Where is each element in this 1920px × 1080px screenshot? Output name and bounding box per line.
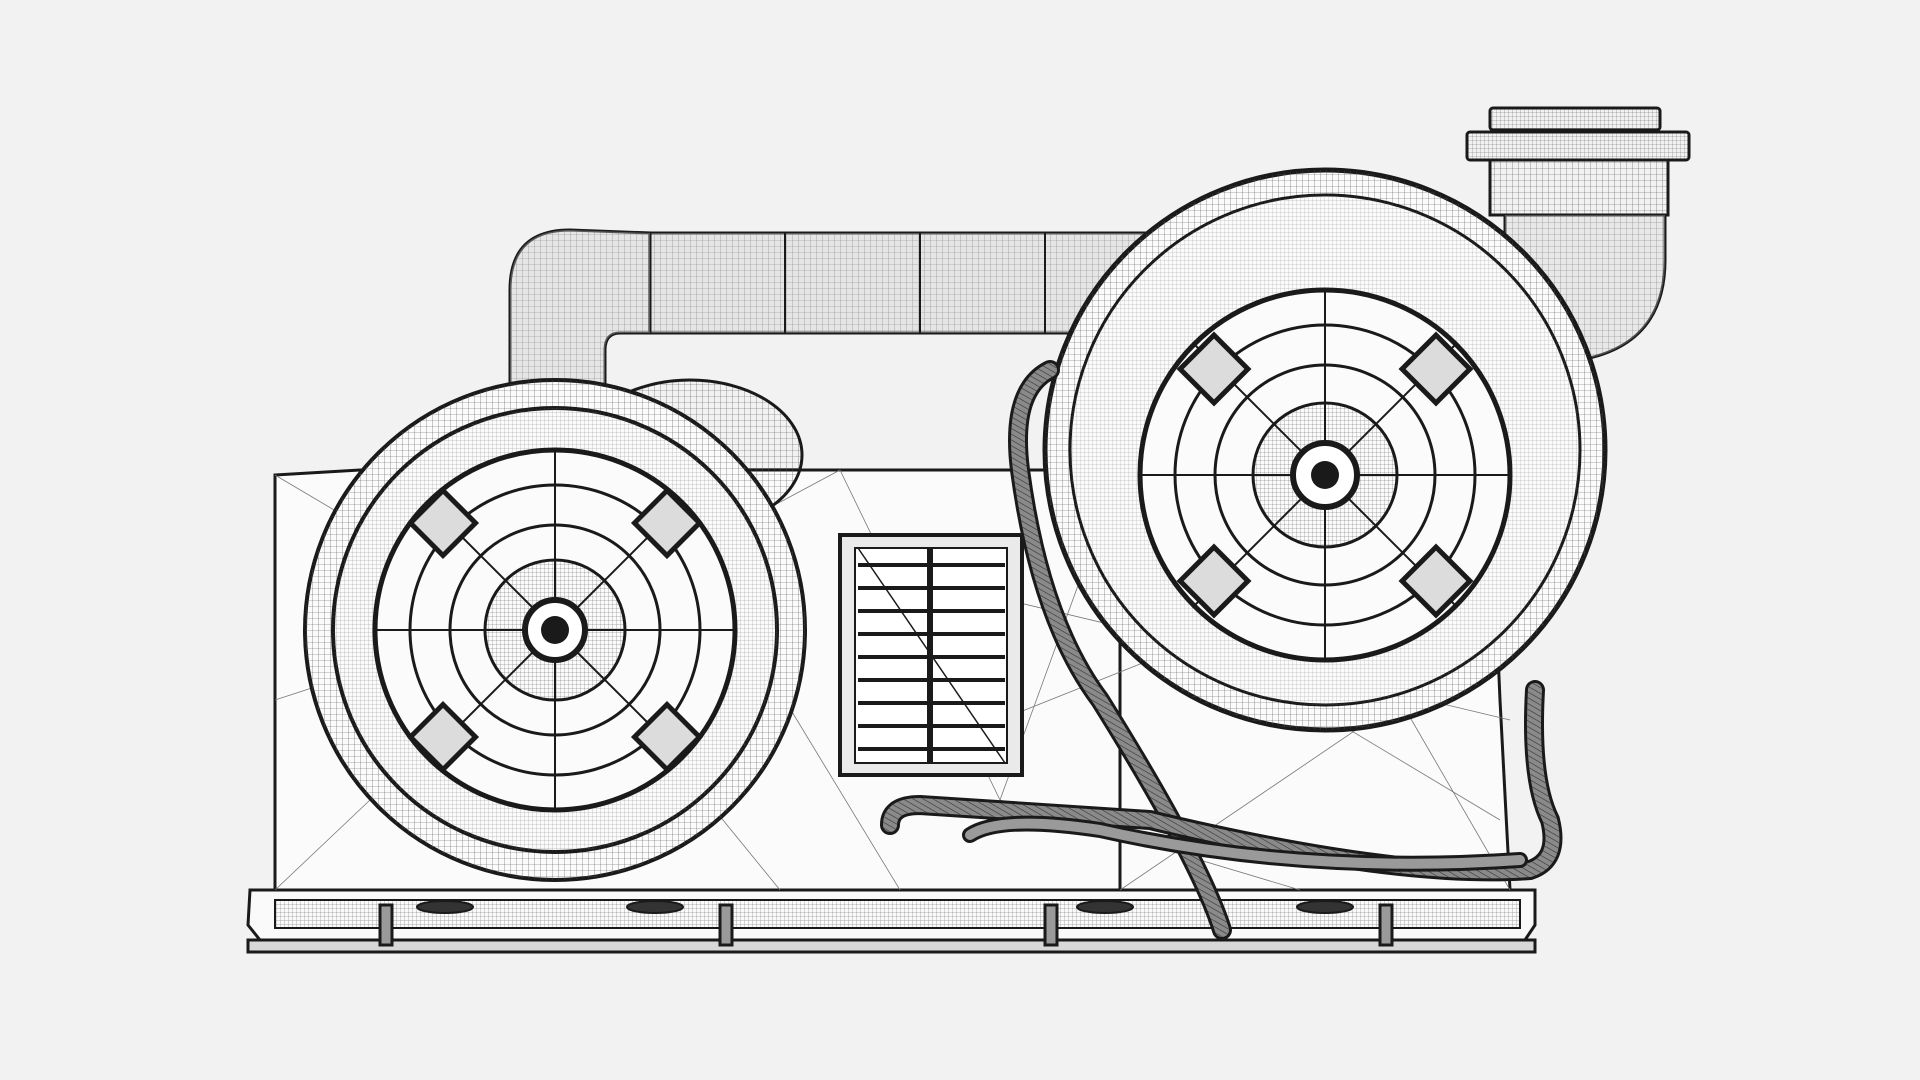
blower-wheel-right: [1042, 167, 1608, 733]
blower-wheel-left: [303, 378, 807, 882]
hoses: [880, 360, 1563, 940]
base-plate: [246, 888, 1537, 954]
exhaust-pipe: [508, 228, 1172, 392]
vent-grille: [838, 533, 1024, 777]
